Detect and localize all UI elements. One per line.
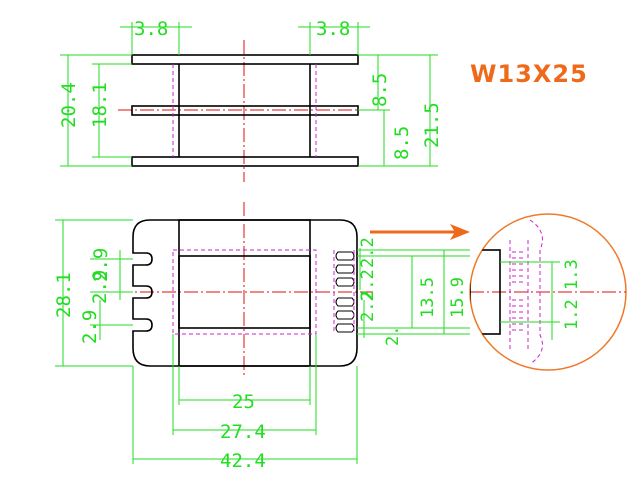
outer-window-label: 15.9 [448, 277, 468, 318]
lower-gap-label: 8.5 [391, 126, 413, 160]
hidden-core-outline [172, 249, 317, 335]
flange-right-width-label: 3.8 [316, 18, 350, 40]
top-view: 3.8 3.8 20.4 18.1 8.5 8.5 21.5 [58, 18, 443, 182]
slot-pitch-bottom-label: 2.9 [79, 310, 101, 344]
flange-left-width-label: 3.8 [134, 18, 168, 40]
front-overall-height-label: 28.1 [53, 272, 75, 318]
pin-pitch-bottom-label: 2. [383, 326, 403, 346]
part-title: W13X25 [470, 60, 588, 88]
detail-hidden-arc [529, 219, 543, 365]
overall-width-label: 42.4 [220, 450, 266, 472]
detail-pin-lines [512, 251, 526, 331]
top-inner-height-label: 18.1 [89, 82, 111, 128]
inner-window-label: 13.5 [418, 277, 438, 318]
detail-pin-comb [512, 251, 526, 331]
slot-pitch-top-label: 2.9 [90, 248, 112, 282]
arrow-head [450, 224, 470, 240]
bottom-flange [131, 156, 359, 167]
front-view: 28.1 2.9 2.9 2.9 2.2 2.2 2.2 2. 13.5 15.… [53, 202, 470, 472]
top-flange [131, 54, 359, 65]
pin-pitch-mid-label: 2.2 [358, 269, 378, 300]
upper-gap-label: 8.5 [369, 73, 391, 107]
detail-pin-width-label: 1.2 [562, 299, 582, 330]
top-overall-height-label: 20.4 [58, 82, 80, 128]
pin [335, 310, 355, 320]
detail-arrow [370, 224, 470, 240]
slot-pitch-mid-label: 2.9 [89, 270, 111, 304]
pin [335, 277, 355, 287]
pin-pitch-low-label: 2.2 [358, 291, 378, 322]
flange-span-label: 27.4 [220, 421, 266, 443]
detail-pin-spacing-label: 1.3 [562, 259, 582, 290]
detail-view: 1.2 1.3 [469, 213, 627, 371]
flange-outline [132, 219, 358, 367]
pin [335, 251, 355, 261]
pin [335, 297, 355, 307]
detail-core-section [470, 249, 501, 335]
pin [335, 264, 355, 274]
winding-width-label: 25 [232, 391, 255, 413]
pin [335, 323, 355, 333]
pin-pitch-top-label: 2.2 [358, 237, 378, 268]
top-overall-depth-label: 21.5 [421, 102, 443, 148]
pin-row [333, 250, 355, 334]
core-window [178, 255, 311, 329]
